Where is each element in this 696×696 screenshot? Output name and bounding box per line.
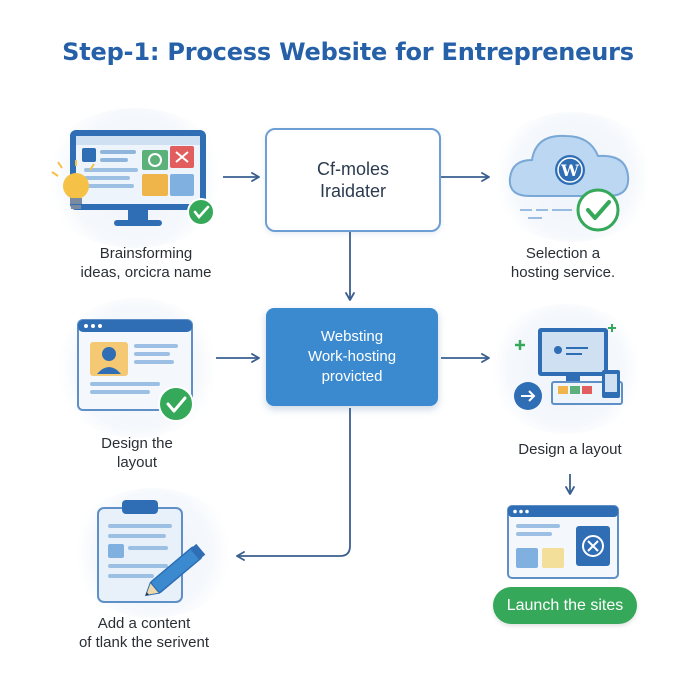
process-box-main: Websting Work-hosting provicted [266, 308, 438, 406]
arrow-main-to-content [236, 408, 351, 561]
process-box-main-line3: provicted [321, 368, 383, 385]
lightbulb-icon [51, 160, 95, 209]
page-title: Step-1: Process Website for Entrepreneur… [62, 38, 634, 66]
step-label-content: Add a content of tlank the serivent [52, 614, 236, 652]
checkmark-icon [576, 188, 620, 232]
step-label-brainstorm: Brainsforming ideas, orcicra name [60, 244, 232, 282]
wordpress-icon: W [555, 155, 585, 185]
browser-window-icon [77, 319, 194, 422]
svg-text:W: W [560, 161, 580, 180]
step-label-design-left-line2: layout [116, 454, 158, 471]
profile-icon [90, 342, 128, 376]
checkmark-icon [187, 198, 215, 226]
step-label-brainstorm-line2: ideas, orcicra name [80, 264, 212, 281]
clipboard-icon [97, 500, 206, 603]
step-label-hosting: Selection a hosting service. [478, 244, 648, 282]
launch-browser-icon [507, 505, 619, 579]
step-label-design-right-line1: Design a layout [518, 441, 622, 458]
launch-sites-badge: Launch the sites [493, 587, 637, 624]
devices-icon [514, 324, 623, 410]
step-label-hosting-line1: Selection a [525, 245, 601, 262]
step-label-content-line1: Add a content [97, 615, 191, 632]
step-label-content-line2: of tlank the serivent [78, 634, 210, 651]
process-box-top: Cf-moles Iraidater [265, 128, 441, 232]
step-label-hosting-line2: hosting service. [510, 264, 616, 281]
monitor-icon [51, 130, 215, 226]
process-box-top-line1: Cf-moles [316, 159, 389, 179]
close-icon [582, 535, 604, 557]
process-box-top-line2: Iraidater [319, 181, 387, 201]
checkmark-icon [158, 386, 194, 422]
cloud-icon: W [508, 134, 630, 232]
process-box-main-line1: Websting [320, 328, 384, 345]
step-label-design-left-line1: Design the [101, 435, 173, 452]
pencil-icon [144, 543, 206, 597]
step-label-design-right: Design a layout [500, 440, 640, 459]
process-box-main-line2: Work-hosting [307, 348, 397, 365]
step-label-design-left: Design the layout [60, 434, 214, 472]
step-label-brainstorm-line1: Brainsforming [99, 245, 193, 262]
